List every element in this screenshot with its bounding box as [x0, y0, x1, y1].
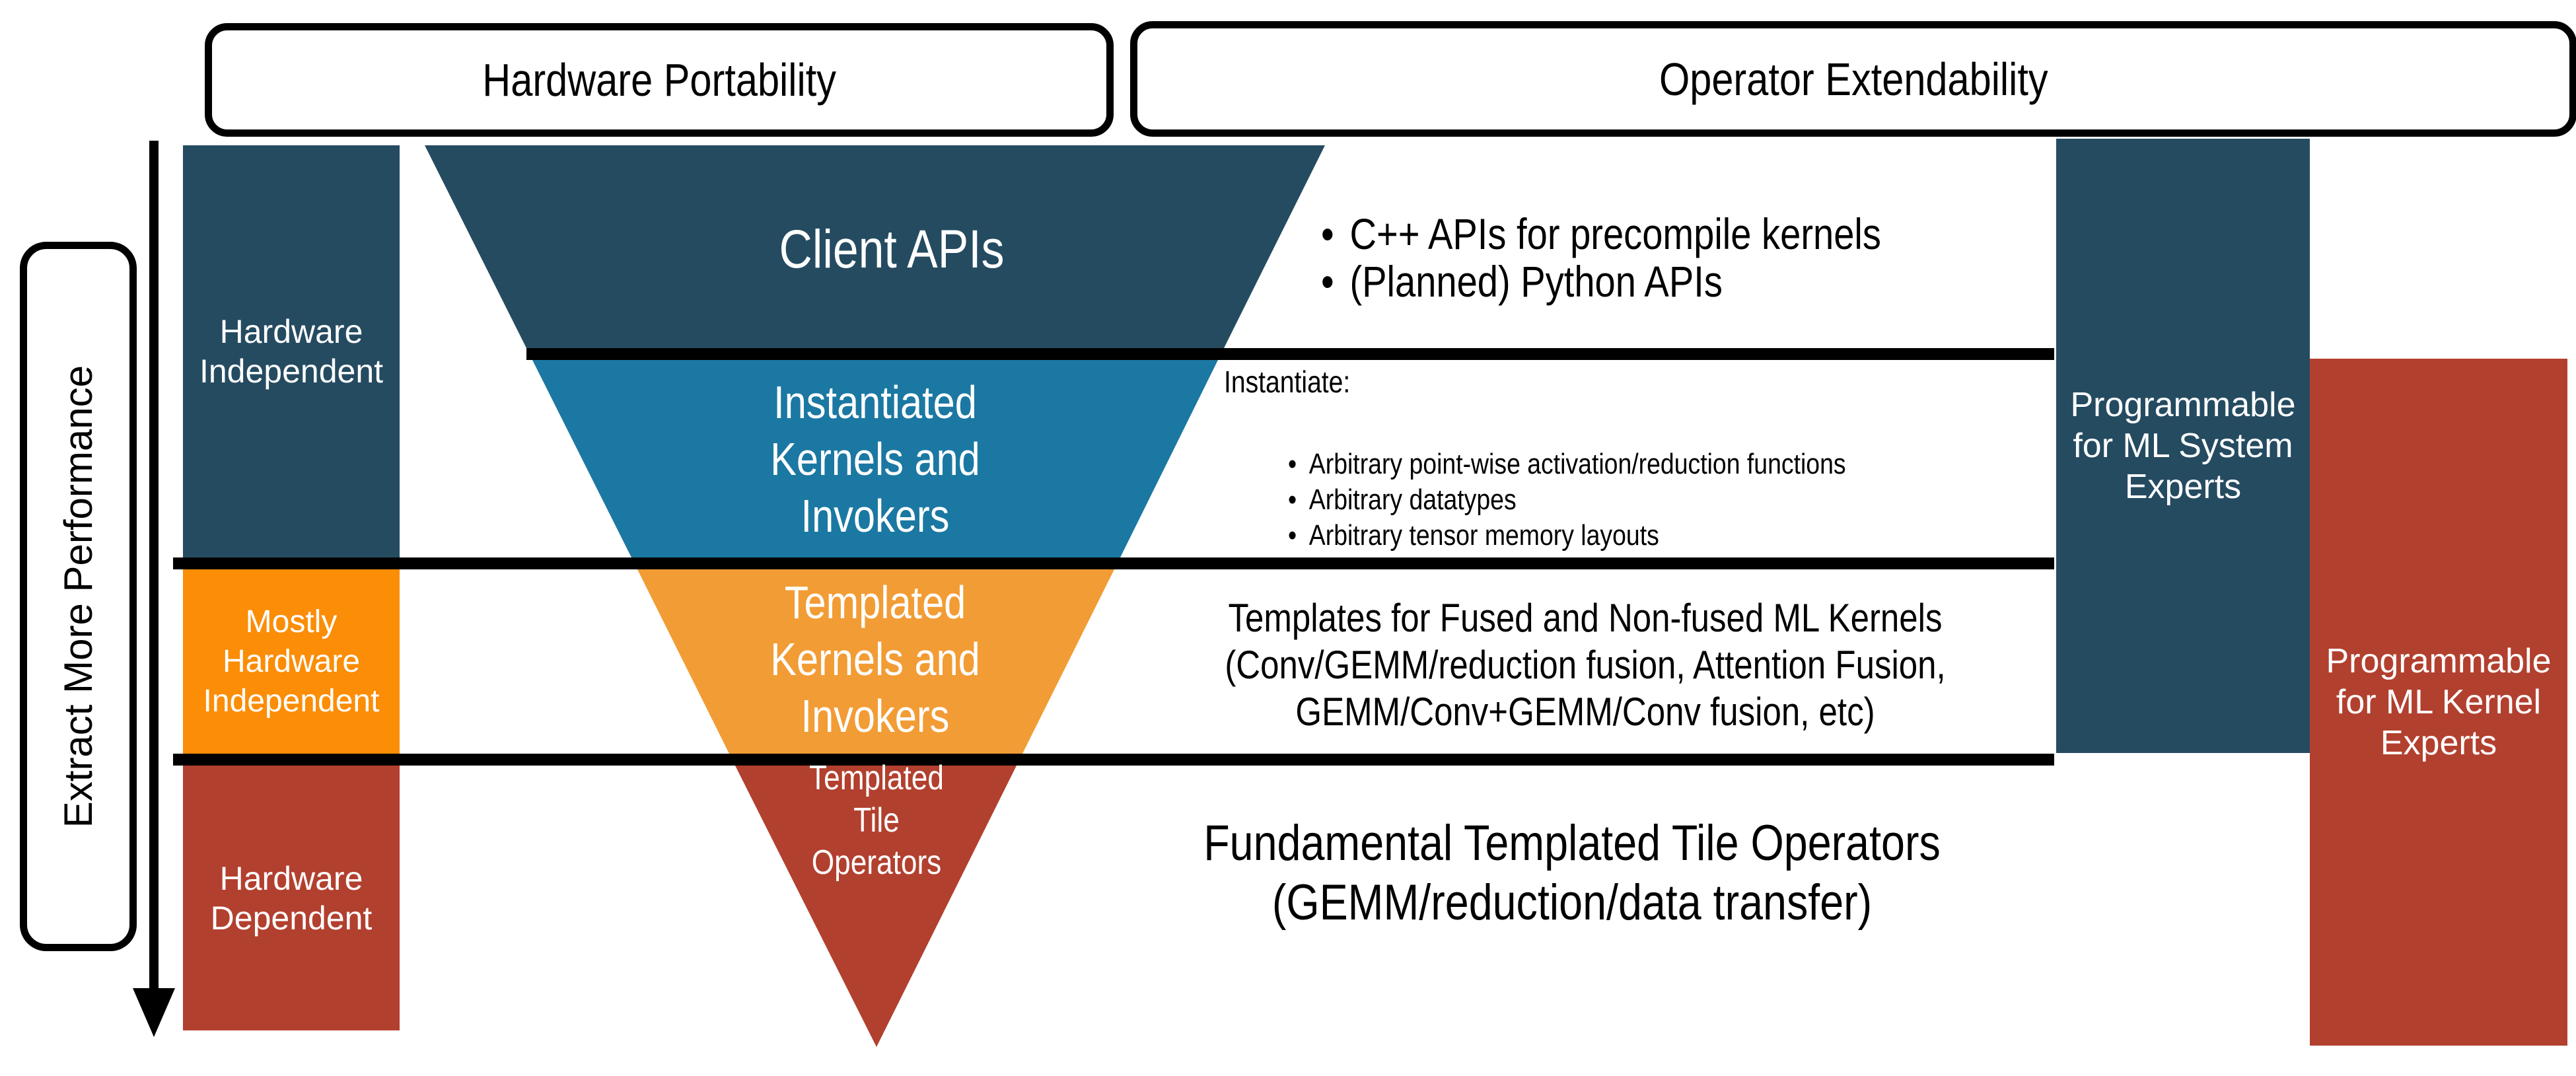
header-operator-extendability: Operator Extendability [1130, 21, 2576, 137]
instantiate-bullet-list: Arbitrary point-wise activation/reductio… [1288, 447, 1846, 554]
bullet-icon [1288, 482, 1297, 518]
instantiate-bullet-3: Arbitrary tensor memory layouts [1288, 518, 1846, 554]
right-box-ml-system-line1: Programmable [2070, 386, 2296, 424]
left-box-mostly-line3: Independent [203, 683, 380, 719]
client-api-bullet-2-text: (Planned) Python APIs [1349, 257, 1723, 306]
funnel-layer-instantiated-shape [532, 360, 1218, 557]
funnel-label-client-apis-text: Client APIs [779, 219, 1005, 279]
funnel-label-instantiated-line1: Instantiated [773, 377, 977, 428]
funnel-label-instantiated: Instantiated Kernels and Invokers [581, 374, 1170, 544]
funnel-label-client-apis: Client APIs [516, 217, 1268, 283]
funnel-label-templated-line1: Templated [784, 577, 966, 628]
funnel-label-templated: Templated Kernels and Invokers [581, 574, 1170, 744]
funnel-label-templated-line2: Kernels and [770, 633, 980, 685]
right-box-ml-kernel-line3: Experts [2380, 724, 2497, 762]
right-box-ml-kernel-line2: for ML Kernel [2336, 683, 2542, 721]
funnel-label-instantiated-line3: Invokers [801, 490, 950, 542]
header-operator-extendability-label: Operator Extendability [1659, 53, 2048, 105]
funnel-label-instantiated-line2: Kernels and [770, 433, 980, 485]
bullet-icon [1288, 447, 1297, 482]
client-api-bullet-2: (Planned) Python APIs [1321, 258, 1881, 305]
instantiate-bullet-2-text: Arbitrary datatypes [1308, 484, 1517, 516]
separator-line-2 [173, 557, 2054, 569]
header-hardware-portability-label: Hardware Portability [482, 54, 836, 106]
fundamental-annotation-line2: (GEMM/reduction/data transfer) [1271, 875, 1873, 931]
right-box-ml-system-line3: Experts [2124, 468, 2242, 506]
left-box-hardware-independent-line1: Hardware [219, 313, 363, 350]
funnel-layer-templated-shape [637, 569, 1114, 754]
funnel-label-tile-line2: Tile [853, 801, 900, 840]
extract-more-performance-box: Extract More Performance [20, 242, 137, 951]
templates-annotation-line1: Templates for Fused and Non-fused ML Ker… [1228, 596, 1943, 640]
instantiate-heading: Instantiate: [1224, 365, 1350, 399]
client-api-bullet-1: C++ APIs for precompile kernels [1321, 209, 1881, 258]
separator-line-3 [173, 754, 2054, 766]
instantiate-bullet-1-text: Arbitrary point-wise activation/reductio… [1308, 448, 1846, 480]
templates-annotation-line2: (Conv/GEMM/reduction fusion, Attention F… [1225, 643, 1946, 687]
funnel-label-tile-line1: Templated [809, 759, 944, 797]
client-api-bullet-1-text: C++ APIs for precompile kernels [1349, 209, 1881, 258]
left-box-hardware-dependent-line1: Hardware [219, 859, 363, 897]
separator-line-1 [526, 348, 2054, 360]
funnel-label-templated-line3: Invokers [801, 690, 950, 742]
left-box-hardware-dependent-line2: Dependent [210, 899, 373, 937]
funnel-layer-client-apis-shape [425, 145, 1325, 348]
bullet-icon [1321, 258, 1334, 305]
right-box-ml-system-experts: Programmable for ML System Experts [2056, 139, 2310, 753]
left-box-hardware-independent-line2: Independent [199, 353, 384, 390]
fundamental-annotation: Fundamental Templated Tile Operators (GE… [1134, 814, 2010, 933]
right-box-ml-kernel-line1: Programmable [2326, 642, 2552, 680]
performance-arrow-head [133, 988, 175, 1037]
instantiate-heading-text: Instantiate: [1224, 365, 1351, 399]
bullet-icon [1288, 518, 1297, 554]
instantiate-bullet-1: Arbitrary point-wise activation/reductio… [1288, 447, 1846, 482]
left-box-hardware-dependent: Hardware Dependent [183, 766, 400, 1030]
header-hardware-portability: Hardware Portability [205, 23, 1114, 137]
left-box-hardware-independent: Hardware Independent [183, 145, 400, 557]
instantiate-bullet-3-text: Arbitrary tensor memory layouts [1308, 519, 1659, 552]
funnel-layer-tile-operators-shape [735, 766, 1017, 1047]
instantiate-bullet-2: Arbitrary datatypes [1288, 482, 1846, 518]
right-box-ml-system-line2: for ML System [2073, 427, 2293, 465]
right-box-ml-kernel-experts: Programmable for ML Kernel Experts [2310, 359, 2567, 1046]
fundamental-annotation-line1: Fundamental Templated Tile Operators [1203, 815, 1941, 871]
client-api-bullet-list: C++ APIs for precompile kernels (Planned… [1321, 209, 1881, 305]
funnel-label-tile-line3: Operators [811, 843, 942, 882]
left-box-mostly-line1: Mostly [245, 604, 338, 639]
templates-annotation: Templates for Fused and Non-fused ML Ker… [1164, 594, 2007, 735]
left-box-mostly-hardware-independent: Mostly Hardware Independent [183, 569, 400, 754]
left-box-mostly-line2: Hardware [222, 643, 361, 679]
templates-annotation-line3: GEMM/Conv+GEMM/Conv fusion, etc) [1295, 690, 1875, 734]
extract-more-performance-label: Extract More Performance [56, 365, 100, 828]
performance-arrow-shaft [149, 141, 159, 991]
funnel-label-tile-operators: Templated Tile Operators [708, 757, 1045, 884]
bullet-icon [1321, 210, 1334, 258]
